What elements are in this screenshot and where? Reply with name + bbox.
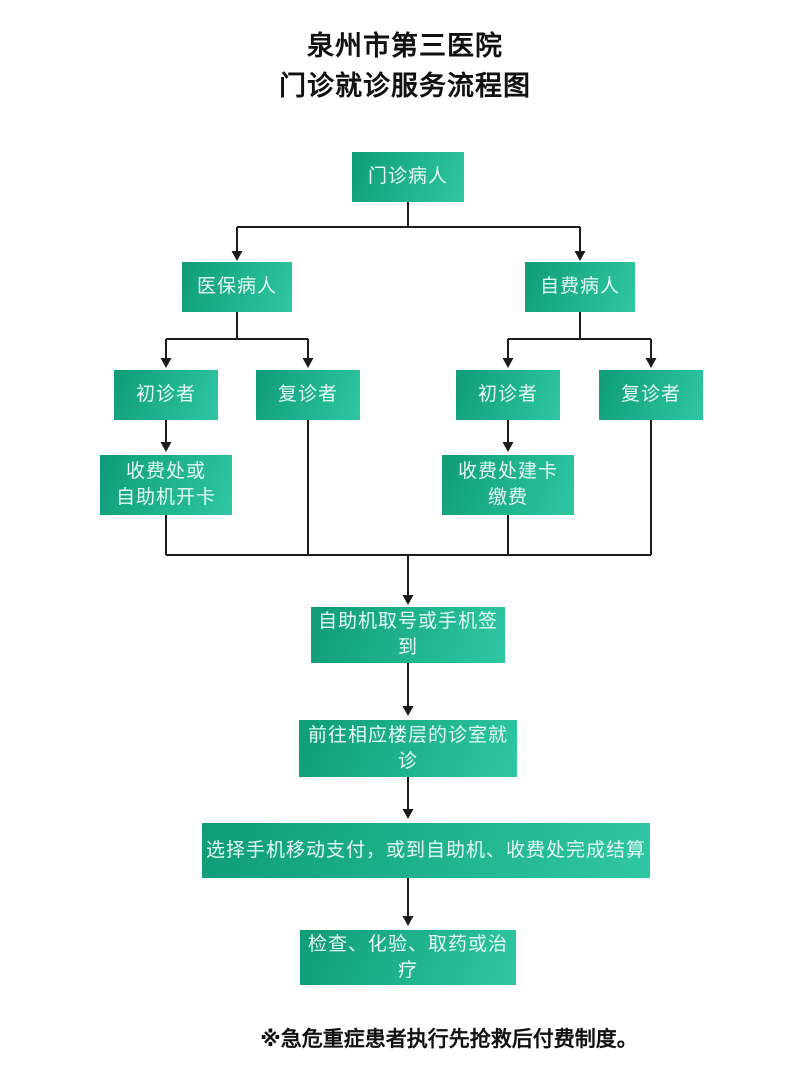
node-selfpay-create-card: 收费处建卡 缴费 — [442, 455, 574, 515]
node-settlement: 选择手机移动支付，或到自助机、收费处完成结算 — [202, 823, 650, 878]
page-title-line1: 泉州市第三医院 — [307, 31, 503, 61]
node-selfpay-first-visit: 初诊者 — [456, 370, 560, 420]
node-treatment: 检查、化验、取药或治疗 — [300, 930, 516, 985]
node-selfpay-return-visit: 复诊者 — [599, 370, 703, 420]
connector-outpatient-split — [231, 201, 586, 261]
connector-insured-split — [160, 312, 314, 368]
node-insured-open-card: 收费处或 自助机开卡 — [100, 455, 232, 515]
node-go-to-clinic: 前往相应楼层的诊室就诊 — [299, 720, 517, 777]
connector-clinic-to-settlement — [402, 777, 414, 819]
node-insured-patient: 医保病人 — [182, 262, 292, 312]
node-insured-first-visit: 初诊者 — [114, 370, 218, 420]
connector-firstvisit-to-card-left — [160, 420, 172, 452]
connector-selfpay-split — [502, 312, 657, 368]
node-take-number: 自助机取号或手机签到 — [311, 607, 505, 663]
node-outpatient: 门诊病人 — [352, 152, 464, 202]
page-title-line2: 门诊就诊服务流程图 — [279, 71, 531, 101]
connector-settlement-to-treatment — [402, 878, 414, 926]
connector-merge-to-take-number — [165, 420, 652, 605]
connector-firstvisit-to-card-right — [502, 420, 514, 452]
footer-note: ※急危重症患者执行先抢救后付费制度。 — [260, 1028, 638, 1051]
page-title: 泉州市第三医院 门诊就诊服务流程图 — [0, 26, 810, 106]
node-insured-return-visit: 复诊者 — [256, 370, 360, 420]
connector-take-number-to-clinic — [402, 663, 414, 716]
node-selfpay-patient: 自费病人 — [525, 262, 635, 312]
